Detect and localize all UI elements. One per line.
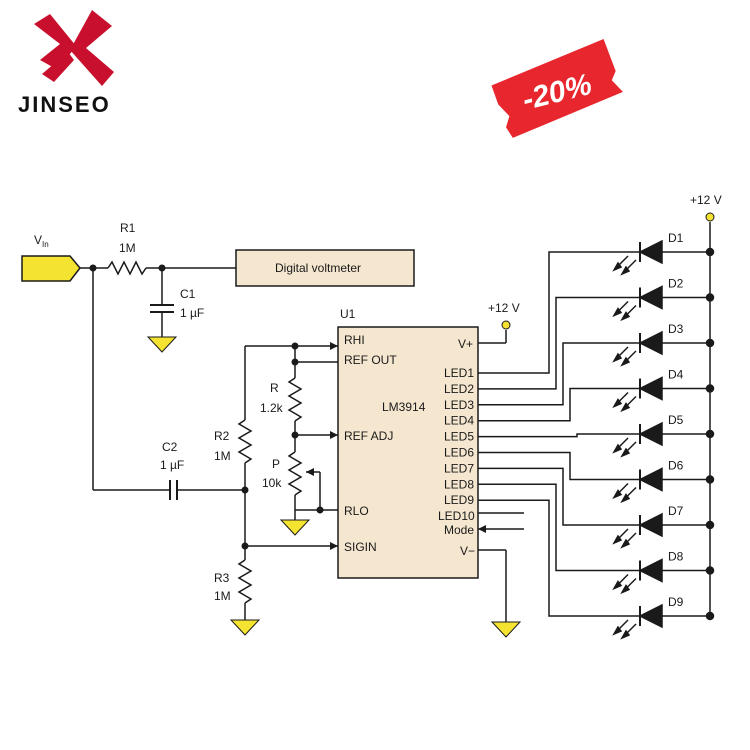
junction-dot [158, 264, 166, 272]
r1-value: 1M [119, 241, 136, 255]
r1-resistor [107, 260, 147, 276]
supply-terminal-icon [501, 320, 511, 330]
junction-dot [89, 264, 97, 272]
c1-ref: C1 [180, 287, 196, 301]
r3-ref: R3 [214, 571, 230, 585]
led-d8: D8 [478, 483, 715, 595]
vin-label: VIn [34, 233, 49, 249]
led-d5: D5 [478, 413, 715, 458]
r-value: 1.2k [260, 401, 284, 415]
pin-vplus: V+ [458, 337, 473, 351]
pin-led7: LED7 [444, 461, 474, 475]
pin-led1: LED1 [444, 366, 474, 380]
c2-ref: C2 [162, 440, 178, 454]
ic-part: LM3914 [382, 400, 426, 414]
junction-dot [705, 520, 715, 530]
pin-led6: LED6 [444, 446, 474, 460]
ground-icon [146, 336, 178, 353]
junction-dot [705, 384, 715, 393]
junction-dot [241, 486, 249, 494]
diode-label: D9 [668, 595, 684, 609]
vin-probe [21, 255, 81, 282]
pin-mode: Mode [444, 523, 474, 537]
r1-ref: R1 [120, 221, 136, 235]
p-value: 10k [262, 476, 282, 490]
diode-label: D8 [668, 550, 684, 564]
ground-icon [490, 621, 522, 638]
led-d6: D6 [478, 451, 715, 504]
diode-label: D5 [668, 413, 684, 427]
c1-value: 1 µF [180, 306, 204, 320]
c2-value: 1 µF [160, 458, 184, 472]
diode-label: D3 [668, 322, 684, 336]
r2-ref: R2 [214, 429, 230, 443]
junction-dot [241, 542, 249, 550]
diode-label: D4 [668, 368, 684, 382]
junction-dot [705, 247, 715, 257]
led-d2: D2 [478, 277, 715, 390]
rail-supply-label: +12 V [690, 193, 722, 207]
junction-dot [705, 293, 715, 302]
pin-rhi: RHI [344, 333, 365, 347]
pin-ref-out: REF OUT [344, 353, 397, 367]
ic-ref: U1 [340, 307, 356, 321]
diode-label: D2 [668, 277, 684, 291]
pin-sigin: SIGIN [344, 540, 377, 554]
r3-resistor [237, 559, 253, 604]
pin-led3: LED3 [444, 398, 474, 412]
ground-icon [279, 519, 311, 536]
pin-rlo: RLO [344, 504, 369, 518]
pin-led9: LED9 [444, 493, 474, 507]
r2-resistor [237, 419, 253, 464]
discount-badge: -20% [491, 39, 623, 138]
led-d3: D3 [478, 322, 715, 406]
supply-terminal-icon [705, 212, 715, 222]
pin-ref-adj: REF ADJ [344, 429, 393, 443]
led-d1: D1 [478, 231, 715, 374]
diode-label: D1 [668, 231, 684, 245]
pin-led2: LED2 [444, 382, 474, 396]
junction-dot [291, 431, 299, 439]
junction-dot [316, 506, 324, 514]
digital-voltmeter [235, 249, 415, 287]
led-d4: D4 [478, 368, 715, 422]
led-d9: D9 [478, 499, 715, 640]
pin-led8: LED8 [444, 477, 474, 491]
junction-dot [705, 429, 715, 439]
junction-dot [291, 342, 299, 350]
voltmeter-label: Digital voltmeter [275, 261, 361, 275]
pin-led10: LED10 [438, 509, 475, 523]
ground-icon [229, 619, 261, 636]
diode-label: D7 [668, 504, 684, 518]
junction-dot [291, 358, 299, 366]
junction-dot [705, 566, 715, 575]
r-resistor [287, 377, 303, 422]
ic-supply-label: +12 V [488, 301, 520, 315]
junction-dot [705, 338, 715, 348]
r2-value: 1M [214, 449, 231, 463]
pin-vminus: V− [460, 544, 475, 558]
pin-led4: LED4 [444, 414, 474, 428]
junction-dot [705, 475, 715, 484]
brand-name: JINSEO [18, 92, 111, 117]
r-ref: R [270, 381, 279, 395]
led-d7: D7 [478, 467, 715, 549]
diode-label: D6 [668, 459, 684, 473]
r3-value: 1M [214, 589, 231, 603]
pin-led5: LED5 [444, 430, 474, 444]
brand-logo-icon [34, 10, 114, 86]
junction-dot [705, 611, 715, 621]
p-potentiometer [287, 451, 303, 496]
p-ref: P [272, 457, 280, 471]
